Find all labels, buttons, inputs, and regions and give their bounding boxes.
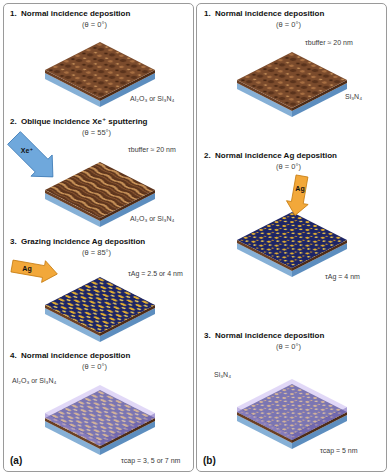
capped-slab: [237, 379, 347, 449]
angle-note: (θ = 85°): [82, 249, 111, 257]
substrate-slab: [237, 52, 347, 117]
step-number: 2.: [204, 152, 211, 161]
angle-note: (θ = 0°): [82, 363, 107, 371]
material-label: Al₂O₃ or Si₃N₄: [12, 377, 56, 385]
beam-label: Ag: [295, 185, 304, 193]
step-heading: Normal incidence Ag deposition: [215, 152, 337, 161]
thickness-label: τbuffer ≈ 20 nm: [128, 146, 176, 154]
deposition-arrow: [284, 174, 313, 217]
step-number: 4.: [10, 352, 17, 361]
angle-note: (θ = 0°): [276, 343, 301, 351]
step-number: 3.: [204, 332, 211, 341]
substrate-slab: [45, 277, 155, 342]
thickness-label: τcap = 5 nm: [320, 447, 358, 455]
step-heading: Oblique incidence Xe⁺ sputtering: [21, 118, 147, 127]
panel-letter: (a): [10, 456, 22, 466]
ion-beam-arrow: [3, 127, 63, 187]
step-heading: Normal incidence deposition: [215, 10, 324, 19]
material-label: Si₃N₄: [345, 93, 362, 101]
angle-note: (θ = 0°): [276, 163, 301, 171]
step-heading: Grazing incidence Ag deposition: [21, 238, 145, 247]
deposition-arrow: [10, 255, 59, 285]
step-number: 1.: [204, 10, 211, 19]
beam-label: Ag: [22, 265, 31, 273]
thickness-label: τAg = 4 nm: [325, 273, 360, 281]
angle-note: (θ = 0°): [82, 21, 107, 29]
thickness-label: τcap = 3, 5 or 7 nm: [121, 457, 180, 465]
panel-letter: (b): [203, 456, 216, 466]
thickness-label: τAg = 2.5 or 4 nm: [128, 270, 183, 278]
angle-note: (θ = 55°): [82, 129, 111, 137]
angle-note: (θ = 0°): [276, 21, 301, 29]
panel-frame: (b): [196, 3, 387, 472]
material-label: Al₂O₃ or Si₃N₄: [130, 95, 174, 103]
step-number: 3.: [10, 238, 17, 247]
beam-label: Xe⁺: [21, 147, 33, 155]
step-heading: Normal incidence deposition: [21, 10, 130, 19]
step-number: 2.: [10, 118, 17, 127]
thickness-label: τbuffer ≈ 20 nm: [305, 39, 353, 47]
substrate-slab: [237, 212, 347, 277]
material-label: Al₂O₃ or Si₃N₄: [130, 215, 174, 223]
material-label: Si₃N₄: [214, 371, 231, 379]
capped-slab: [45, 385, 155, 455]
step-heading: Normal incidence deposition: [215, 332, 324, 341]
step-heading: Normal incidence deposition: [21, 352, 130, 361]
step-number: 1.: [10, 10, 17, 19]
